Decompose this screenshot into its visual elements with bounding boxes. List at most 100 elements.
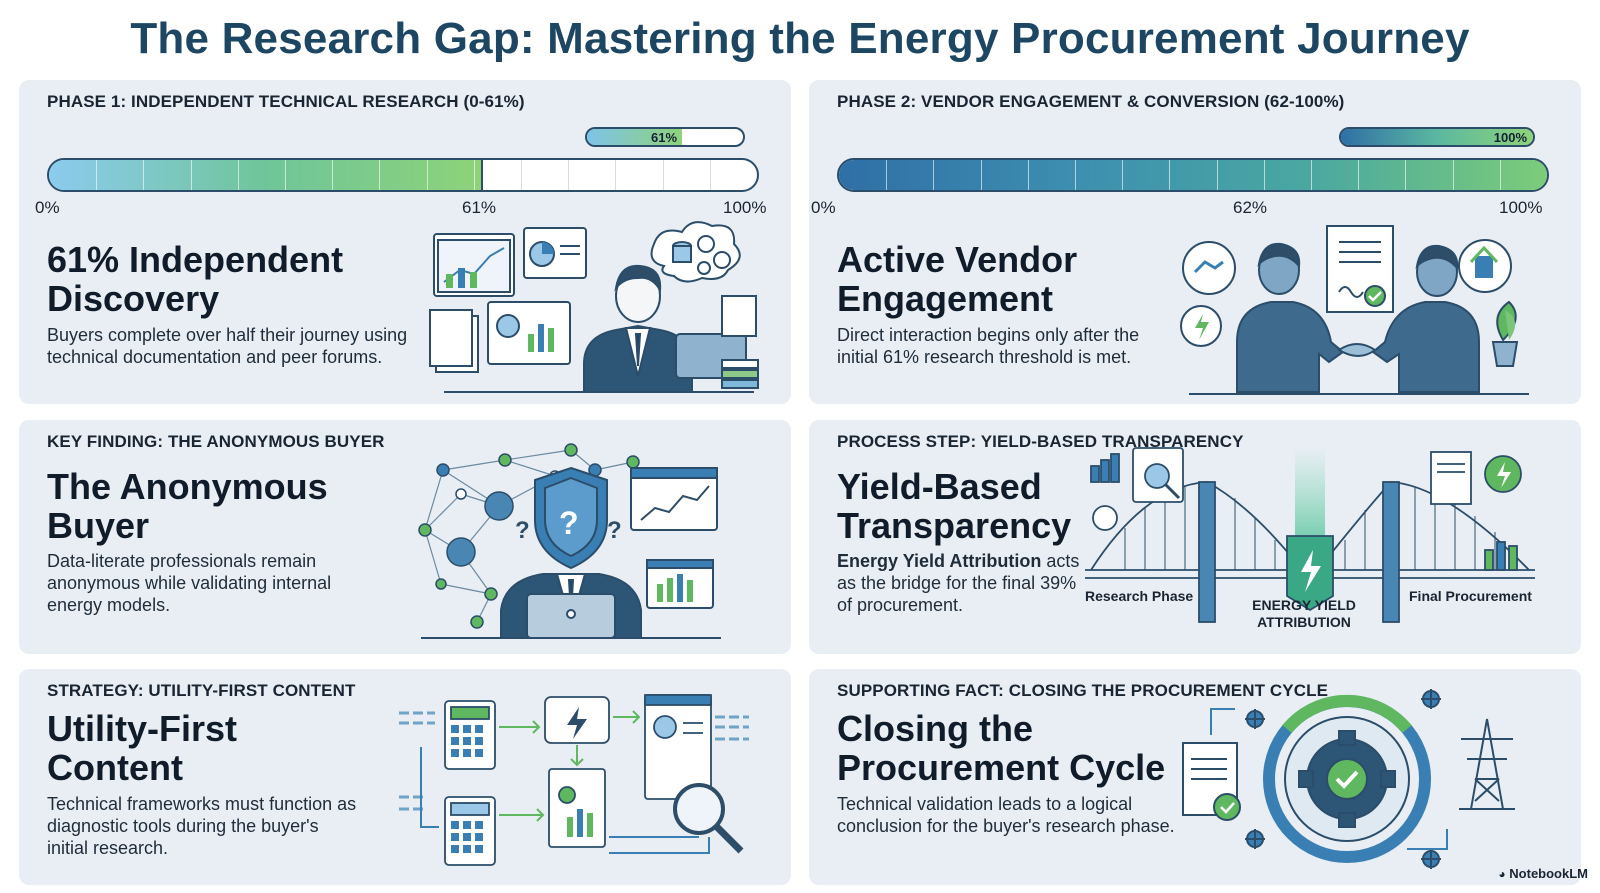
strategy-heading-line2: Content	[47, 747, 183, 788]
process-body-line2: as the bridge for the final 39%	[837, 573, 1077, 593]
progress-segment-divider	[285, 160, 286, 190]
phase2-tick-mid: 62%	[1233, 198, 1268, 217]
phase2-progress-bar	[837, 158, 1549, 192]
phase2-heading: Active Vendor Engagement	[837, 240, 1077, 318]
phase1-tick-mid: 61%	[462, 198, 497, 217]
strategy-body: Technical frameworks must function as di…	[47, 793, 356, 859]
phase2-progress-fill	[839, 160, 1547, 190]
process-body-line3: of procurement.	[837, 595, 964, 615]
finding-heading-line1: The Anonymous	[47, 466, 328, 507]
handshake-icon	[1180, 225, 1529, 395]
phase2-heading-line2: Engagement	[837, 278, 1054, 319]
progress-segment-divider	[1075, 160, 1076, 190]
progress-segment-divider	[1027, 160, 1029, 190]
phase2-mini-progress: 100%	[1339, 127, 1535, 147]
phase1-split-marker	[480, 160, 483, 190]
phase1-progress-fill	[49, 160, 481, 190]
phase1-tick-end: 100%	[723, 198, 767, 217]
support-body: Technical validation leads to a logical …	[837, 793, 1175, 837]
support-body-line1: Technical validation leads to a logical	[837, 794, 1133, 814]
phase2-body-line1: Direct interaction begins only after the	[837, 325, 1140, 345]
progress-segment-divider	[933, 160, 935, 190]
support-heading-line1: Closing the	[837, 708, 1033, 749]
phase2-body-line2: initial 61% research threshold is met.	[837, 347, 1132, 367]
bridge-label-center: ENERGY YIELD ATTRIBUTION	[1239, 597, 1369, 631]
phase1-mini-progress: 61%	[585, 127, 745, 147]
anonymous-buyer-icon: ? ? ?	[418, 443, 721, 639]
support-label: SUPPORTING FACT: CLOSING THE PROCUREMENT…	[837, 681, 1329, 700]
phase1-body-line1: Buyers complete over half their journey …	[47, 325, 408, 345]
phase2-body: Direct interaction begins only after the…	[837, 324, 1139, 368]
phase1-heading: 61% Independent Discovery	[47, 240, 343, 318]
process-heading: Yield-Based Transparency	[837, 467, 1071, 545]
bridge-label-center-1: ENERGY YIELD	[1252, 597, 1356, 613]
process-label: PROCESS STEP: YIELD-BASED TRANSPARENCY	[837, 432, 1244, 451]
strategy-body-line1: Technical frameworks must function as	[47, 794, 357, 814]
strategy-heading: Utility-First Content	[47, 709, 237, 787]
progress-segment-divider	[1358, 160, 1360, 190]
process-body-rest1: acts	[1041, 551, 1080, 571]
phase1-mini-badge: 61%	[651, 130, 678, 145]
finding-heading: The Anonymous Buyer	[47, 467, 328, 545]
process-heading-line1: Yield-Based	[837, 466, 1042, 507]
bridge-label-center-2: ATTRIBUTION	[1257, 614, 1351, 630]
phase2-panel: PHASE 2: VENDOR ENGAGEMENT & CONVERSION …	[809, 80, 1581, 404]
phase1-mini-fill	[587, 129, 683, 145]
strategy-label: STRATEGY: UTILITY-FIRST CONTENT	[47, 681, 356, 700]
progress-segment-divider	[662, 160, 664, 190]
phase1-label: PHASE 1: INDEPENDENT TECHNICAL RESEARCH …	[47, 92, 525, 111]
progress-segment-divider	[1405, 160, 1407, 190]
brand-label: NotebookLM	[1509, 866, 1588, 881]
progress-segment-divider	[96, 160, 98, 190]
svg-text:?: ?	[515, 517, 530, 544]
progress-segment-divider	[1499, 160, 1501, 190]
progress-segment-divider	[379, 160, 381, 190]
progress-segment-divider	[568, 160, 570, 190]
phase2-tick-start: 0%	[811, 198, 836, 217]
process-panel: PROCESS STEP: YIELD-BASED TRANSPARENCY Y…	[809, 420, 1581, 654]
progress-segment-divider	[1122, 160, 1124, 190]
progress-segment-divider	[1263, 160, 1265, 190]
strategy-body-line2: diagnostic tools during the buyer's	[47, 816, 319, 836]
finding-body-line2: anonymous while validating internal	[47, 573, 332, 593]
phase1-body: Buyers complete over half their journey …	[47, 324, 407, 368]
progress-segment-divider	[332, 160, 334, 190]
progress-segment-divider	[1311, 160, 1312, 190]
calculator-flow-icon	[399, 694, 749, 866]
phase2-tick-end: 100%	[1499, 198, 1543, 217]
process-body: Energy Yield Attribution acts as the bri…	[837, 550, 1079, 616]
progress-segment-divider	[980, 160, 982, 190]
process-body-line1: Energy Yield Attribution acts	[837, 550, 1079, 572]
notebooklm-logo-icon: ◕	[1498, 867, 1506, 881]
phase2-mini-badge: 100%	[1493, 130, 1527, 145]
finding-body-line3: energy models.	[47, 595, 171, 615]
finding-label: KEY FINDING: THE ANONYMOUS BUYER	[47, 432, 385, 451]
analyst-at-desk-icon	[429, 221, 759, 393]
phase2-mini-fill	[1341, 129, 1533, 145]
progress-segment-divider	[237, 160, 239, 190]
process-heading-line2: Transparency	[837, 505, 1072, 546]
strategy-body-line3: initial research.	[47, 838, 169, 858]
phase1-body-line2: technical documentation and peer forums.	[47, 347, 383, 367]
page-title: The Research Gap: Mastering the Energy P…	[130, 14, 1470, 63]
phase1-heading-line1: 61% Independent	[47, 239, 344, 280]
phase1-panel: PHASE 1: INDEPENDENT TECHNICAL RESEARCH …	[19, 80, 791, 404]
progress-segment-divider	[521, 160, 522, 190]
progress-segment-divider	[615, 160, 617, 190]
finding-heading-line2: Buyer	[47, 505, 150, 546]
bridge-label-left: Research Phase	[1085, 588, 1194, 604]
progress-segment-divider	[709, 160, 711, 190]
progress-segment-divider	[1452, 160, 1454, 190]
svg-text:?: ?	[607, 517, 622, 544]
svg-text:?: ?	[559, 505, 579, 541]
finding-body-line1: Data-literate professionals remain	[47, 551, 317, 571]
phase2-heading-line1: Active Vendor	[837, 239, 1078, 280]
support-panel: SUPPORTING FACT: CLOSING THE PROCUREMENT…	[809, 669, 1581, 885]
phase1-tick-start: 0%	[35, 198, 60, 217]
finding-body: Data-literate professionals remain anony…	[47, 550, 331, 616]
progress-segment-divider	[886, 160, 888, 190]
procurement-cycle-icon	[1182, 689, 1515, 869]
strategy-panel: STRATEGY: UTILITY-FIRST CONTENT Utility-…	[19, 669, 791, 885]
progress-segment-divider	[426, 160, 428, 190]
phase1-heading-line2: Discovery	[47, 278, 220, 319]
